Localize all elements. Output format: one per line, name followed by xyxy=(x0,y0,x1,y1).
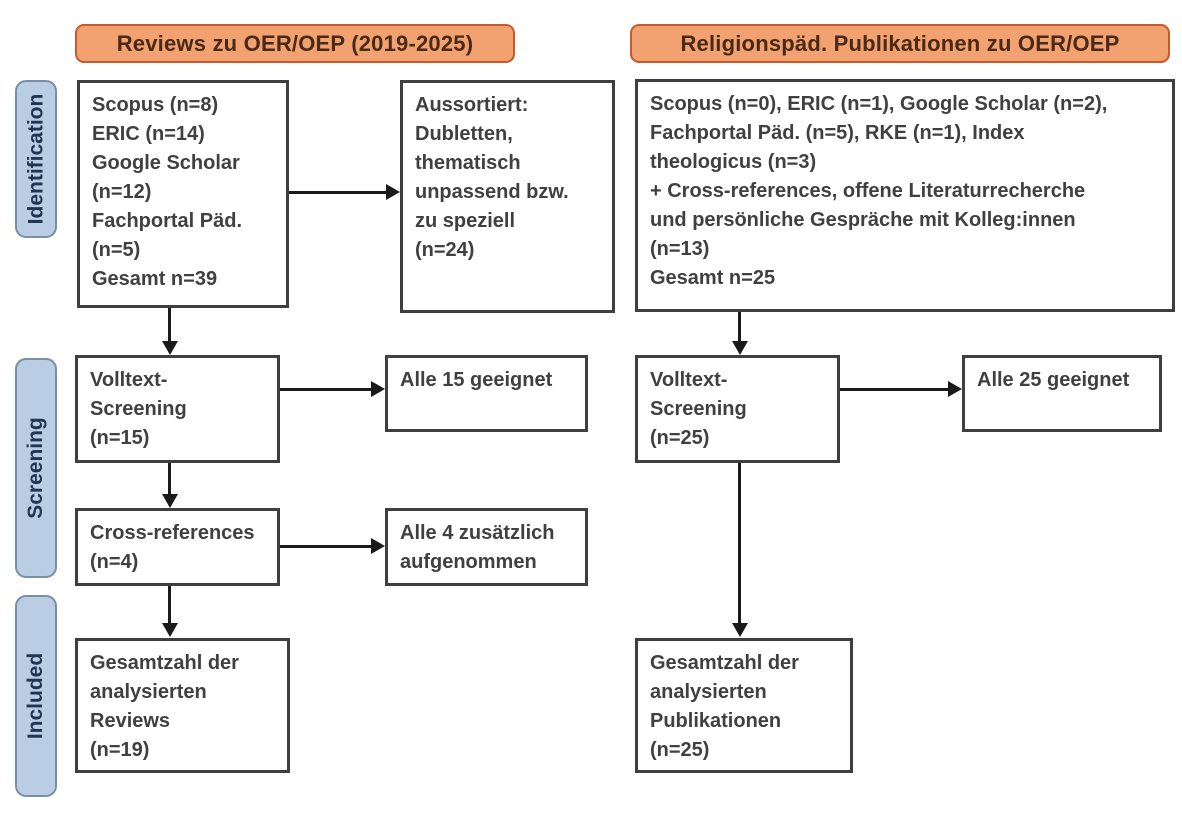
arrow-line xyxy=(280,388,372,391)
banner-reviews-column: Reviews zu OER/OEP (2019-2025) xyxy=(75,24,515,63)
arrow-line xyxy=(168,586,171,624)
stage-label-screening: Screening xyxy=(15,358,57,578)
arrow-line xyxy=(280,545,372,548)
arrow-head-down-icon xyxy=(161,623,178,637)
arrow-line xyxy=(168,308,171,342)
arrow-line xyxy=(738,463,741,624)
box-left-identification-sources: Scopus (n=8) ERIC (n=14) Google Scholar … xyxy=(77,80,289,308)
box-right-screening-result: Alle 25 geeignet xyxy=(962,355,1162,432)
arrow-head-down-icon xyxy=(731,623,748,637)
arrow-head-down-icon xyxy=(161,494,178,508)
stage-label-included-text: Included xyxy=(24,652,47,740)
arrow-line xyxy=(738,312,741,342)
box-left-excluded: Aussortiert: Dubletten, thematisch unpas… xyxy=(400,80,615,313)
box-left-screening-result: Alle 15 geeignet xyxy=(385,355,588,432)
box-right-included-total: Gesamtzahl der analysierten Publikatione… xyxy=(635,638,853,773)
arrow-head-down-icon xyxy=(161,341,178,355)
arrow-line xyxy=(840,388,949,391)
box-left-fulltext-screening: Volltext- Screening (n=15) xyxy=(75,355,280,463)
box-left-cross-references: Cross-references (n=4) xyxy=(75,508,280,586)
arrow-line xyxy=(289,191,387,194)
stage-label-identification-text: Identification xyxy=(24,93,48,225)
stage-label-included: Included xyxy=(15,595,57,797)
arrow-line xyxy=(168,463,171,495)
arrow-head-right-icon xyxy=(948,381,962,397)
arrow-head-right-icon xyxy=(371,538,385,554)
arrow-head-right-icon xyxy=(386,184,400,200)
stage-label-screening-text: Screening xyxy=(24,417,48,519)
arrow-head-down-icon xyxy=(731,341,748,355)
box-left-included-total: Gesamtzahl der analysierten Reviews (n=1… xyxy=(75,638,290,773)
arrow-head-right-icon xyxy=(371,381,385,397)
box-left-cross-references-result: Alle 4 zusätzlich aufgenommen xyxy=(385,508,588,586)
box-right-identification-sources: Scopus (n=0), ERIC (n=1), Google Scholar… xyxy=(635,79,1175,312)
stage-label-identification: Identification xyxy=(15,80,57,238)
banner-religionspaed-column: Religionspäd. Publikationen zu OER/OEP xyxy=(630,24,1170,63)
box-right-fulltext-screening: Volltext- Screening (n=25) xyxy=(635,355,840,463)
